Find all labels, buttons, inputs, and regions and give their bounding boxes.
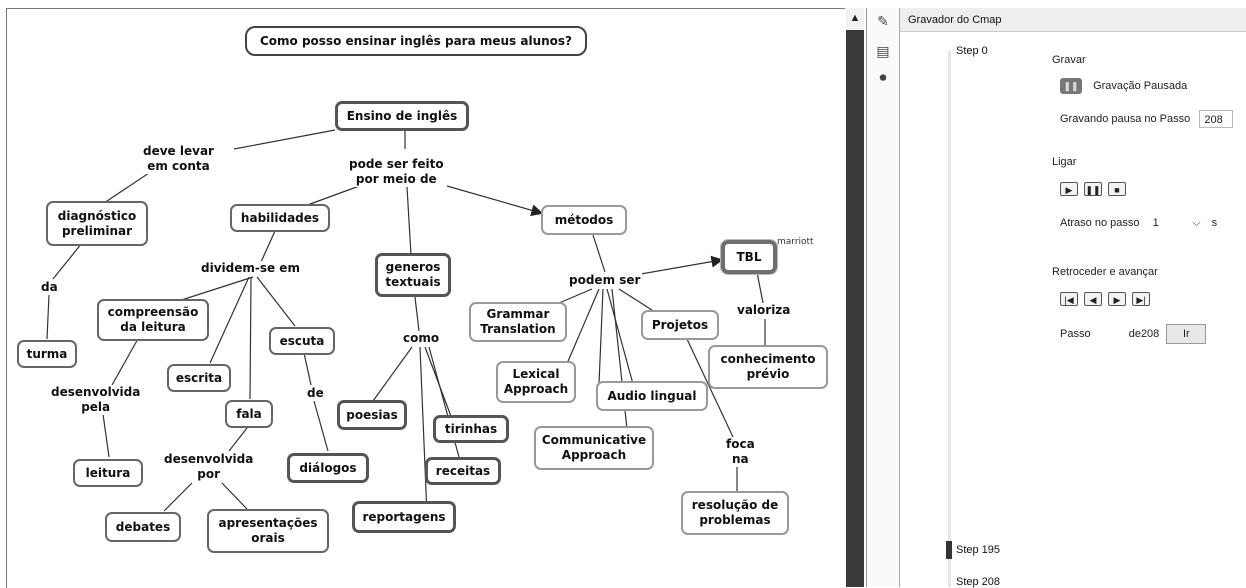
current-step-marker[interactable] <box>946 541 952 559</box>
link-da[interactable]: da <box>39 280 60 295</box>
link-pode-ser-feito[interactable]: pode ser feito por meio de <box>347 157 446 187</box>
playback-controls: ▶ ❚❚ ■ <box>1060 182 1132 196</box>
link-podem-ser[interactable]: podem ser <box>567 273 643 288</box>
gravar-label: Gravar <box>1052 54 1086 66</box>
timeline-track[interactable] <box>948 51 951 587</box>
link-foca-na[interactable]: foca na <box>724 437 757 467</box>
concept-metodos[interactable]: métodos <box>541 205 627 235</box>
concept-map-canvas[interactable]: Como posso ensinar inglês para meus alun… <box>6 8 845 588</box>
delay-unit: s <box>1211 217 1218 229</box>
next-step-icon[interactable]: ▶ <box>1108 292 1126 306</box>
passo-label: Passo <box>1060 328 1091 340</box>
step-label-208: Step 208 <box>956 576 1001 588</box>
step-label-0: Step 0 <box>956 45 988 57</box>
delay-row: Atraso no passo 1 ⌵ s <box>1060 214 1217 232</box>
concept-generos-textuais[interactable]: generos textuais <box>375 253 451 297</box>
concept-turma[interactable]: turma <box>17 340 77 368</box>
annotation-marriott: marriott <box>777 237 814 247</box>
link-dividem-se-em[interactable]: dividem-se em <box>199 261 302 276</box>
concept-grammar-translation[interactable]: Grammar Translation <box>469 302 567 342</box>
chevron-down-icon[interactable]: ⌵ <box>1192 217 1201 229</box>
concept-escrita[interactable]: escrita <box>167 364 231 392</box>
concept-receitas[interactable]: receitas <box>425 457 501 485</box>
last-step-icon[interactable]: ▶| <box>1132 292 1150 306</box>
concept-lexical-approach[interactable]: Lexical Approach <box>496 361 576 403</box>
concept-fala[interactable]: fala <box>225 400 273 428</box>
concept-apresentacoes-orais[interactable]: apresentações orais <box>207 509 329 553</box>
passo-input[interactable] <box>1097 325 1126 343</box>
recording-status-row: ❚❚ Gravação Pausada <box>1060 78 1187 94</box>
step-nav-controls: |◀ ◀ ▶ ▶| <box>1060 292 1156 306</box>
concept-diagnostico[interactable]: diagnóstico preliminar <box>46 201 148 246</box>
concept-tirinhas[interactable]: tirinhas <box>433 415 509 443</box>
concept-audio-lingual[interactable]: Audio lingual <box>596 381 708 411</box>
concept-habilidades[interactable]: habilidades <box>230 204 330 232</box>
pause-step-row: Gravando pausa no Passo 208 <box>1060 110 1234 128</box>
play-icon[interactable]: ▶ <box>1060 182 1078 196</box>
pause-icon[interactable]: ❚❚ <box>1084 182 1102 196</box>
steps-timeline[interactable]: Step 0 Step 195 Step 208 <box>900 33 1048 588</box>
link-de[interactable]: de <box>305 386 326 401</box>
document-icon[interactable]: ▤ <box>876 43 890 59</box>
link-desenvolvida-por[interactable]: desenvolvida por <box>162 452 256 482</box>
previous-step-icon[interactable]: ◀ <box>1084 292 1102 306</box>
record-pause-button[interactable]: ❚❚ <box>1060 78 1082 94</box>
map-connections <box>46 129 766 516</box>
concept-conhecimento-previo[interactable]: conhecimento prévio <box>708 345 828 389</box>
pause-step-label: Gravando pausa no Passo <box>1060 113 1191 125</box>
pen-icon[interactable]: ✎ <box>877 13 889 29</box>
focus-question[interactable]: Como posso ensinar inglês para meus alun… <box>245 26 587 56</box>
stop-icon[interactable]: ■ <box>1108 182 1126 196</box>
recorder-panel: ✎ ▤ ⏺ Gravador do Cmap Step 0 Step 195 S… <box>866 8 1246 588</box>
concept-communicative-approach[interactable]: Communicative Approach <box>534 426 654 470</box>
step-label-195: Step 195 <box>956 544 1001 556</box>
concept-poesias[interactable]: poesias <box>337 400 407 430</box>
concept-reportagens[interactable]: reportagens <box>352 501 456 533</box>
concept-escuta[interactable]: escuta <box>269 327 335 355</box>
goto-step-row: Passo de208 Ir <box>1060 324 1207 344</box>
concept-compreensao-da-leitura[interactable]: compreensão da leitura <box>97 299 209 341</box>
passo-total: de208 <box>1128 328 1160 340</box>
recorder-title: Gravador do Cmap <box>900 8 1246 32</box>
delay-value: 1 <box>1152 217 1159 229</box>
ligar-label: Ligar <box>1052 156 1077 168</box>
delay-select[interactable]: 1 ⌵ <box>1148 214 1205 232</box>
concept-projetos[interactable]: Projetos <box>641 310 719 340</box>
concept-dialogos[interactable]: diálogos <box>287 453 369 483</box>
link-valoriza[interactable]: valoriza <box>735 303 793 318</box>
concept-leitura[interactable]: leitura <box>73 459 143 487</box>
delay-label: Atraso no passo <box>1060 217 1140 229</box>
panel-tool-strip: ✎ ▤ ⏺ <box>867 8 900 587</box>
concept-ensino-de-ingles[interactable]: Ensino de inglês <box>335 101 469 131</box>
concept-debates[interactable]: debates <box>105 512 181 542</box>
link-como[interactable]: como <box>401 331 442 346</box>
nav-label: Retroceder e avançar <box>1052 266 1158 278</box>
recorder-icon[interactable]: ⏺ <box>879 69 887 85</box>
first-step-icon[interactable]: |◀ <box>1060 292 1078 306</box>
scrollbar-thumb[interactable] <box>846 30 864 587</box>
concept-resolucao-de-problemas[interactable]: resolução de problemas <box>681 491 789 535</box>
go-button[interactable]: Ir <box>1166 324 1207 344</box>
link-desenvolvida-pela[interactable]: desenvolvida pela <box>49 385 143 415</box>
recording-status-text: Gravação Pausada <box>1093 80 1188 92</box>
map-vertical-scrollbar[interactable]: ▲ <box>846 8 864 587</box>
concept-tbl[interactable]: TBL <box>720 239 778 275</box>
link-deve-levar[interactable]: deve levar em conta <box>141 144 216 174</box>
pause-step-field[interactable]: 208 <box>1199 110 1234 128</box>
scroll-up-arrow-icon[interactable]: ▲ <box>846 8 864 30</box>
